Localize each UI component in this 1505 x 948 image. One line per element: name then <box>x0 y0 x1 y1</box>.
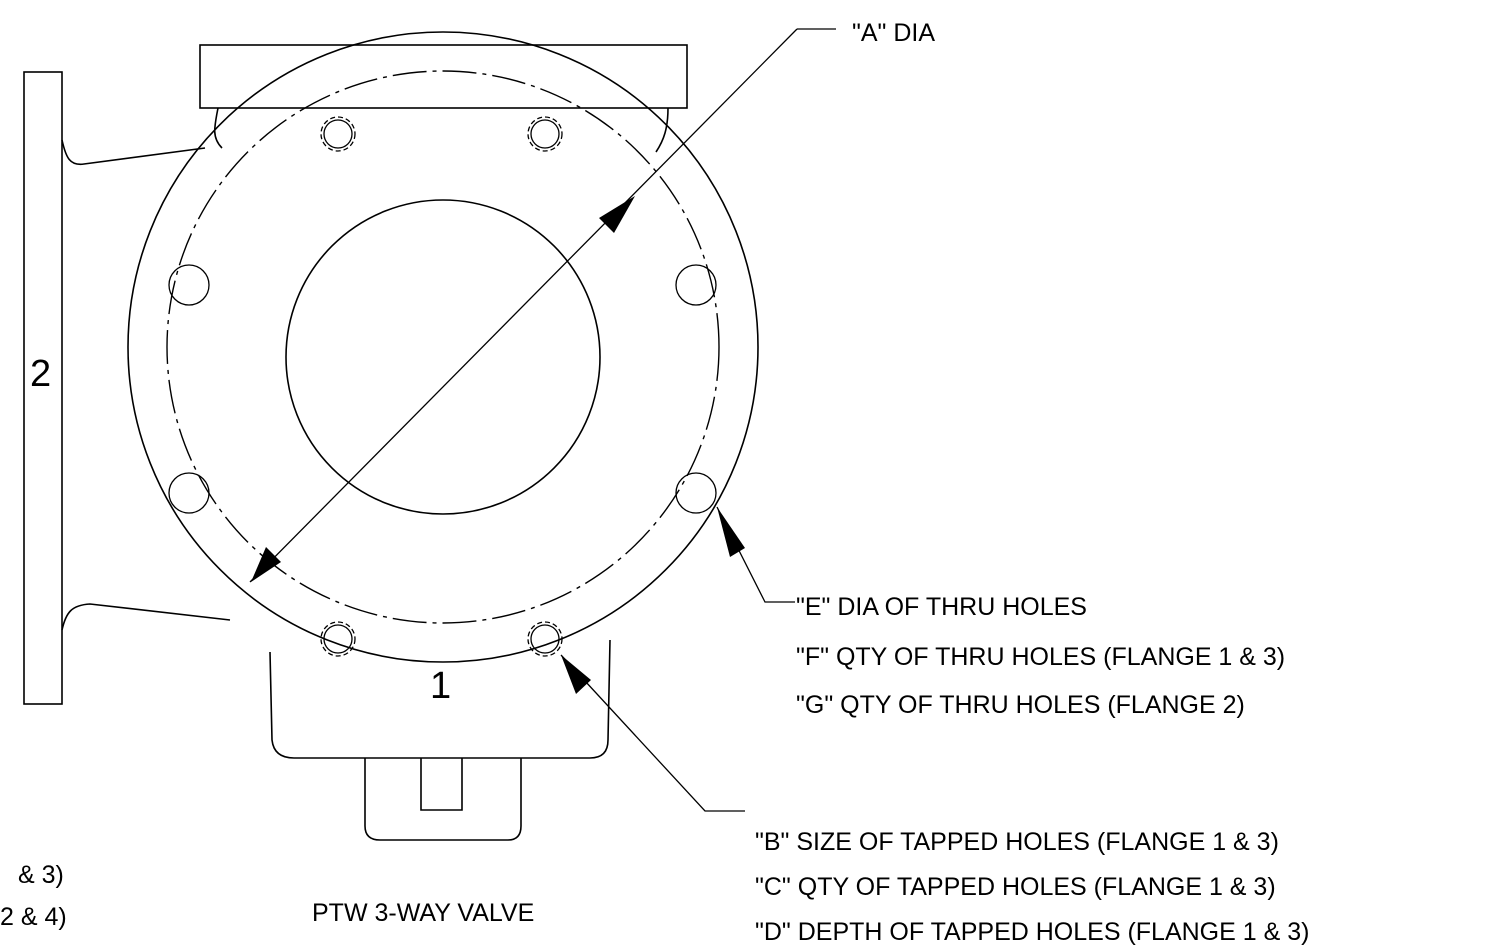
tapped-hole <box>530 119 560 149</box>
thru-hole <box>675 472 717 514</box>
bolt-circle <box>166 70 720 624</box>
flange-1-face <box>127 31 759 663</box>
valve-body-bottom <box>269 639 611 841</box>
e-dia-callout: "E" DIA OF THRU HOLES <box>796 593 1087 621</box>
partial-left-text: & 3) <box>18 861 64 889</box>
top-flange <box>199 44 688 153</box>
b-size-callout: "B" SIZE OF TAPPED HOLES (FLANGE 1 & 3) <box>755 828 1279 856</box>
tapped-holes <box>320 116 563 657</box>
thru-holes <box>168 264 717 514</box>
flange-2-body <box>23 71 231 705</box>
b-leader <box>560 654 745 812</box>
partial-left-text: 2 & 4) <box>0 903 67 931</box>
e-leader <box>716 506 795 603</box>
d-depth-callout: "D" DEPTH OF TAPPED HOLES (FLANGE 1 & 3) <box>755 918 1309 946</box>
c-qty-callout: "C" QTY OF TAPPED HOLES (FLANGE 1 & 3) <box>755 873 1276 901</box>
f-qty-callout: "F" QTY OF THRU HOLES (FLANGE 1 & 3) <box>796 643 1285 671</box>
tapped-hole <box>323 119 353 149</box>
tapped-hole <box>530 624 560 654</box>
g-qty-callout: "G" QTY OF THRU HOLES (FLANGE 2) <box>796 691 1245 719</box>
a-dia-dimension <box>249 28 836 583</box>
bore-circle <box>285 199 601 515</box>
flange-1-label: 1 <box>430 665 451 707</box>
thru-hole <box>168 472 210 514</box>
tapped-hole <box>323 624 353 654</box>
thru-hole <box>168 264 210 306</box>
drawing-caption: PTW 3-WAY VALVE <box>312 899 534 927</box>
thru-hole <box>675 264 717 306</box>
a-dia-callout: "A" DIA <box>852 19 935 47</box>
flange-2-label: 2 <box>30 353 51 395</box>
